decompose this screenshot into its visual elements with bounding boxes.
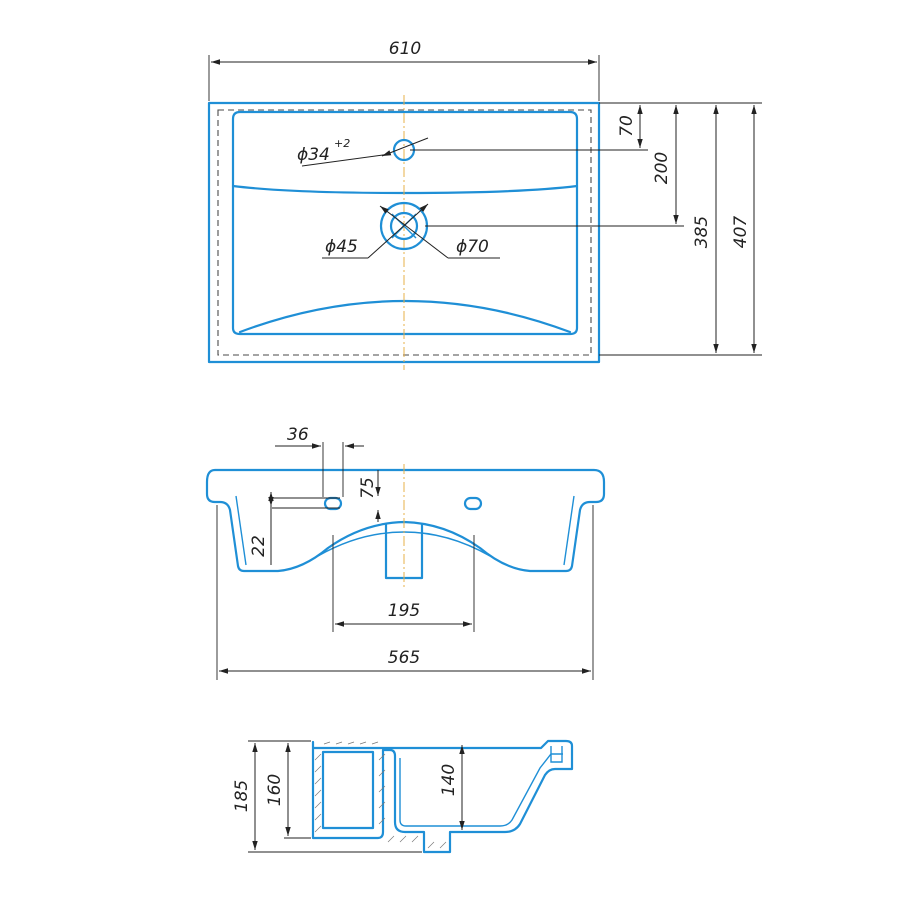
top-view-bowl — [231, 184, 579, 336]
dim-drain-inner: ϕ45 — [325, 237, 358, 257]
overflow-right — [463, 496, 483, 511]
side-view: 185 160 140 — [232, 739, 574, 854]
top-view: 610 70 200 385 407 ϕ34 +2 ϕ45 ϕ70 — [207, 39, 762, 370]
front-view: 36 75 22 195 565 — [205, 425, 606, 680]
dim-drain-offset-200: 200 — [652, 152, 672, 184]
dim-width-610: 610 — [389, 39, 421, 59]
top-view-front-lip — [238, 299, 572, 334]
dim-rim-22: 22 — [249, 535, 269, 557]
dim-drain-width-195: 195 — [388, 601, 420, 621]
dim-drain-outer: ϕ70 — [456, 237, 489, 257]
drain-inner — [389, 211, 419, 241]
dim-overflow-height-75: 75 — [358, 477, 378, 499]
dim-basin-depth-140: 140 — [439, 764, 459, 796]
top-view-back-deck — [231, 110, 579, 195]
side-view-back-wall — [321, 750, 375, 830]
dim-tap-hole: ϕ34 — [297, 145, 330, 165]
side-view-outline — [311, 739, 574, 854]
overflow-left — [323, 496, 343, 511]
dim-depth-407: 407 — [731, 216, 751, 249]
dim-basin-width-565: 565 — [388, 648, 420, 668]
dim-overflow-spacing-36: 36 — [287, 425, 309, 445]
dim-inner-height-160: 160 — [265, 774, 285, 806]
dim-basin-depth-385: 385 — [692, 216, 712, 248]
dim-total-height-185: 185 — [232, 780, 252, 812]
dim-tap-hole-tolerance: +2 — [334, 137, 350, 150]
dim-tap-offset-70: 70 — [617, 115, 637, 137]
